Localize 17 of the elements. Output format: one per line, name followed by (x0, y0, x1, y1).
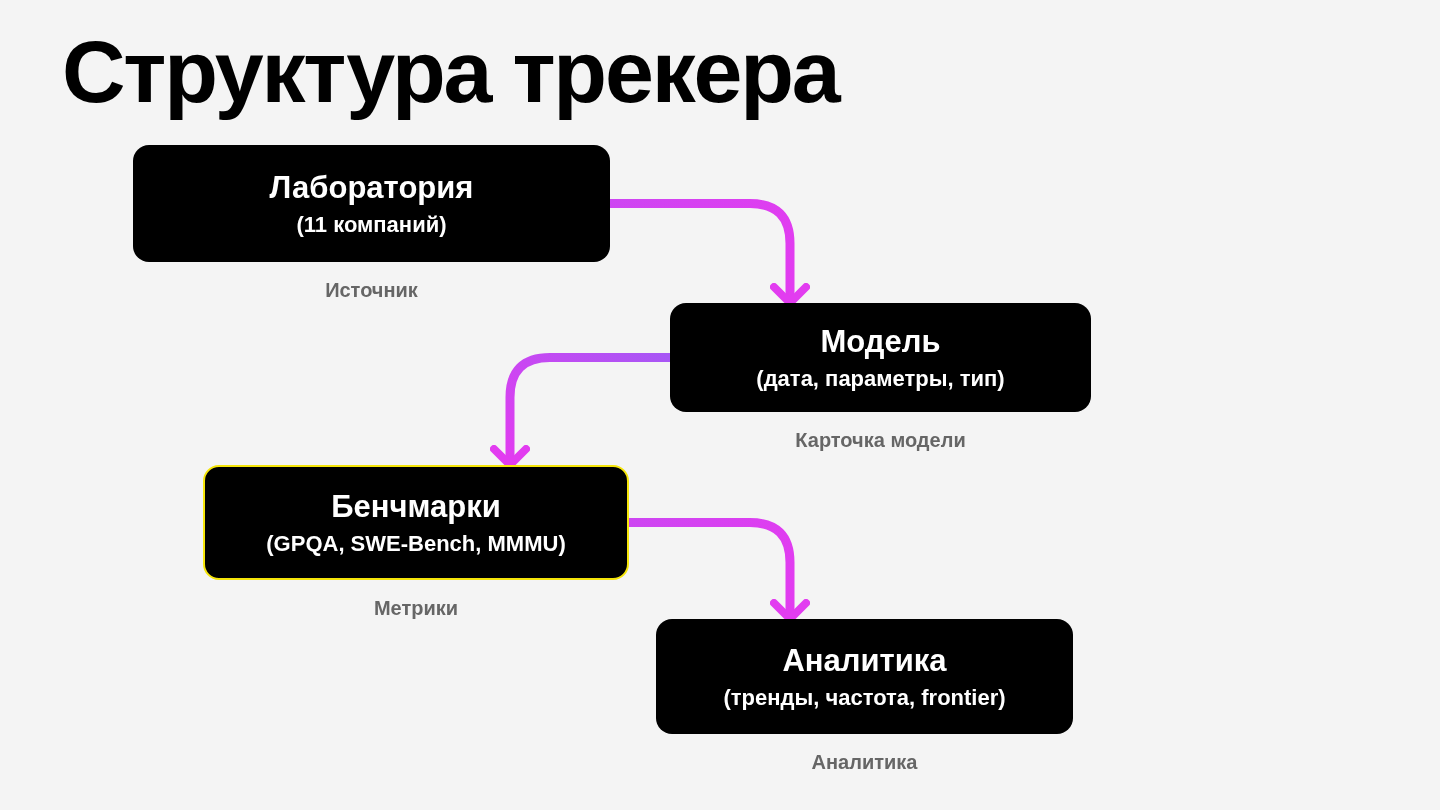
box-subtitle: (11 компаний) (296, 210, 447, 239)
box-heading: Бенчмарки (331, 487, 501, 526)
box-heading: Аналитика (782, 641, 947, 680)
box-caption: Метрики (373, 596, 459, 621)
box-heading: Лаборатория (269, 168, 474, 207)
process-box (203, 465, 629, 580)
box-caption: Карточка модели (795, 428, 966, 453)
process-box (656, 619, 1073, 734)
box-subtitle: (тренды, частота, frontier) (723, 683, 1006, 712)
title: Структура трекера (62, 22, 839, 122)
box-heading: Модель (820, 322, 941, 361)
box-subtitle: (GPQA, SWE-Bench, MMMU) (266, 529, 566, 558)
box-caption: Аналитика (811, 750, 918, 775)
process-box (670, 303, 1091, 412)
box-caption: Источник (325, 278, 418, 303)
box-subtitle: (дата, параметры, тип) (756, 364, 1005, 393)
process-box (133, 145, 610, 262)
